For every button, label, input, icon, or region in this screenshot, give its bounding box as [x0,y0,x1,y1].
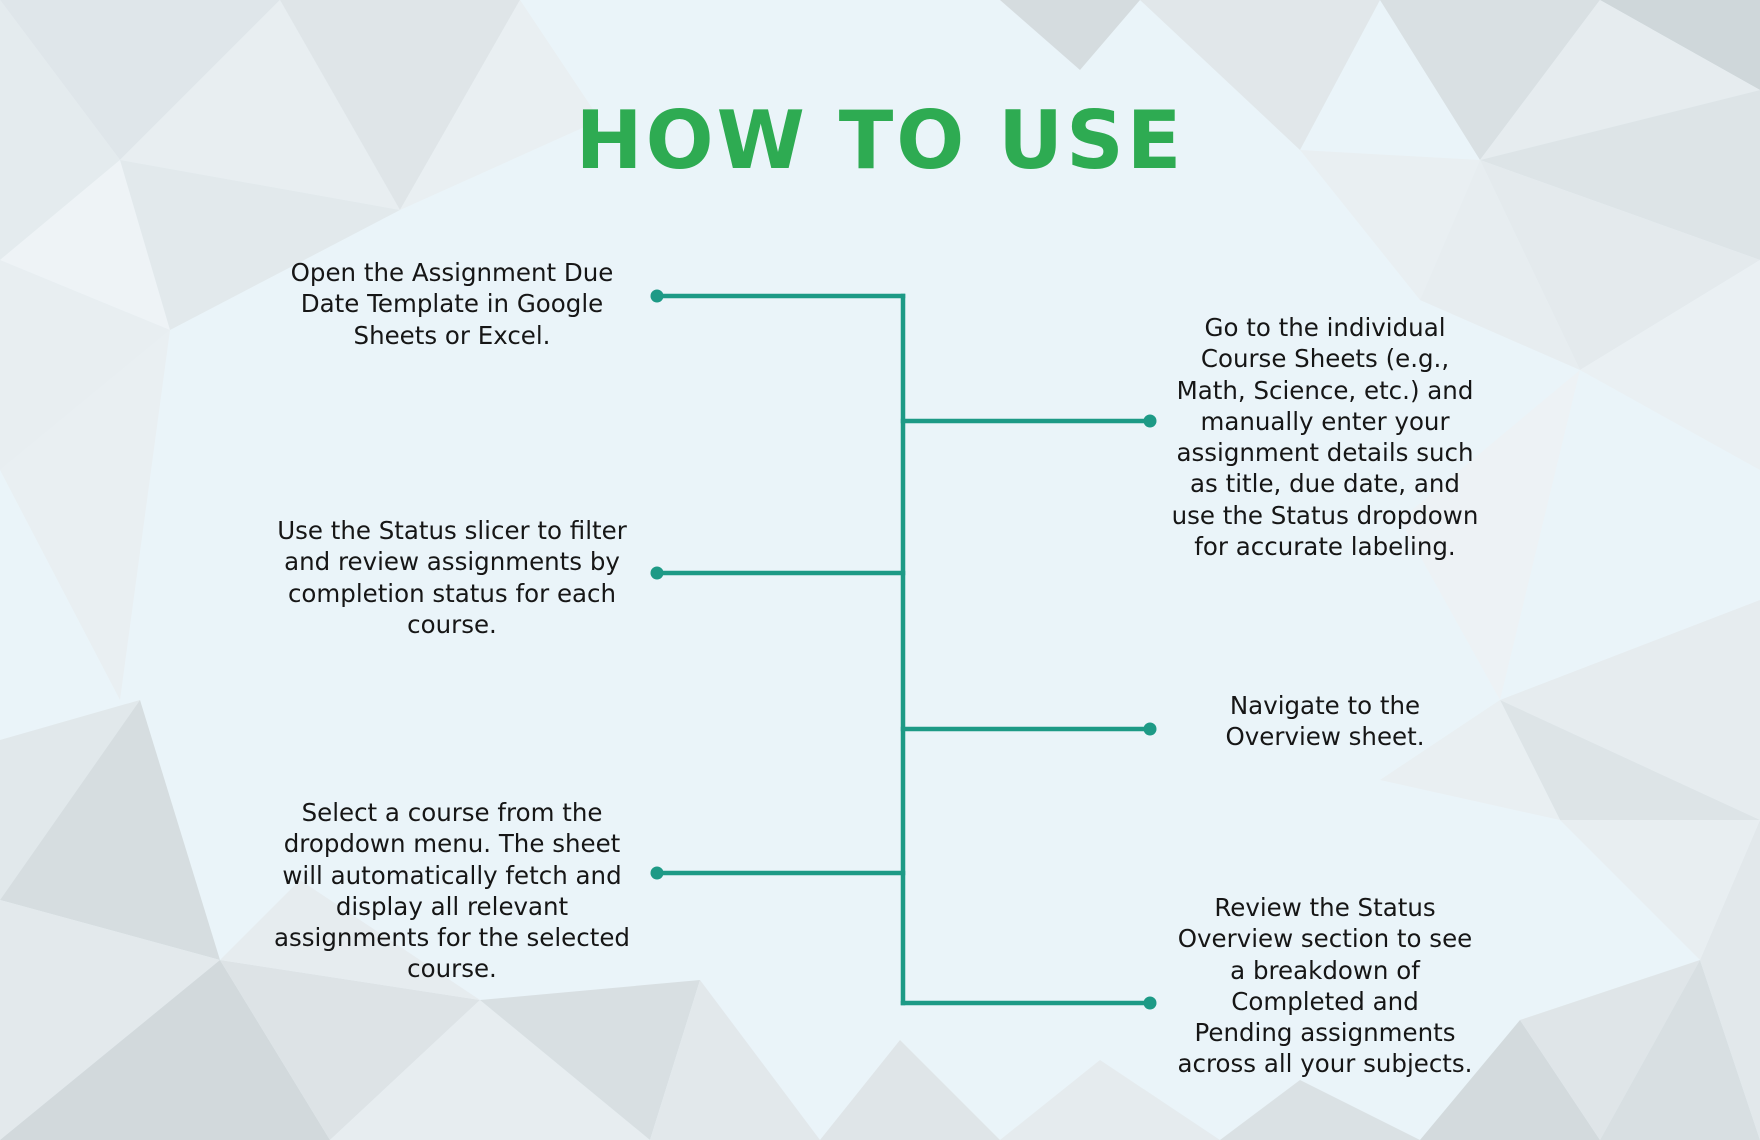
step-line: use the Status dropdown [1171,500,1479,530]
step-line: Overview sheet. [1225,722,1425,752]
step-course-sheets: Go to the individual Course Sheets (e.g.… [1145,312,1505,562]
step-line: Review the Status [1214,893,1436,922]
step-line: display all relevant [335,891,569,921]
step-line: completion status for each [287,578,617,608]
connector-dot-left-1 [650,289,664,303]
connector-dot-left-3 [650,866,664,880]
step-line: Open the Assignment Due [290,258,614,287]
step-line: Overview section to see [1177,924,1473,954]
step-line: across all your subjects. [1177,1049,1473,1079]
step-line: dropdown menu. The sheet [283,829,621,859]
connector-dot-left-2 [650,566,664,580]
connector-dot-right-2 [1143,722,1157,736]
step-line: assignments for the selected [274,923,630,953]
step-review-status: Review the Status Overview section to se… [1145,892,1505,1080]
step-line: Date Template in Google [300,289,604,319]
step-line: course. [407,954,497,984]
step-line: Pending assignments [1194,1018,1456,1048]
step-select-course: Select a course from the dropdown menu. … [262,797,642,985]
step-line: manually enter your [1200,406,1450,436]
step-line: assignment details such [1176,438,1474,468]
step-line: Navigate to the [1229,691,1421,720]
step-line: for accurate labeling. [1194,532,1456,562]
step-status-slicer: Use the Status slicer to filter and revi… [262,515,642,640]
step-line: Course Sheets (e.g., [1200,344,1450,374]
step-line: Math, Science, etc.) and [1176,375,1474,405]
step-line: a breakdown of [1230,955,1420,985]
step-line: will automatically fetch and [282,860,622,890]
step-line: Sheets or Excel. [353,320,551,350]
step-navigate-overview: Navigate to the Overview sheet. [1145,690,1505,753]
step-line: as title, due date, and [1190,469,1460,499]
step-line: Select a course from the [301,798,603,827]
step-line: and review assignments by [284,547,620,577]
step-line: Go to the individual [1204,313,1446,342]
step-line: Completed and [1231,986,1419,1016]
connector-dot-right-1 [1143,414,1157,428]
step-line: Use the Status slicer to filter [277,516,627,545]
step-open-template: Open the Assignment Due Date Template in… [262,257,642,351]
step-line: course. [407,609,497,639]
page-title: HOW TO USE [575,94,1185,187]
connector-dot-right-3 [1143,996,1157,1010]
